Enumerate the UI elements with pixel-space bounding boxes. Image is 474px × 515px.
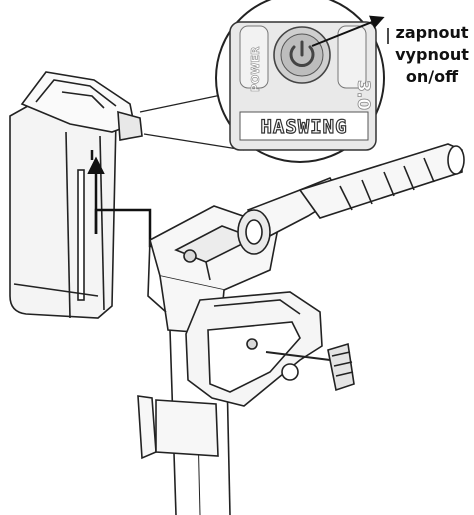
power-label: POWER (249, 46, 262, 92)
callout-line-zapnout: zapnout (395, 23, 469, 42)
brand-logo: HASWING (260, 116, 347, 138)
control-panel: POWER 3.0 HASWING (229, 21, 377, 151)
tiller-handle (237, 143, 465, 255)
version-label: 3.0 (353, 80, 373, 110)
callout-line-vypnout: vypnout (395, 45, 469, 64)
arrow-up-right (311, 15, 385, 47)
battery-pack (9, 71, 143, 319)
power-icon (289, 40, 315, 67)
power-button[interactable] (273, 26, 331, 84)
on-off-callout: zapnout vypnout on/off (392, 22, 472, 88)
callout-line-on-off: on/off (405, 67, 459, 86)
transom-clamp (185, 291, 355, 407)
